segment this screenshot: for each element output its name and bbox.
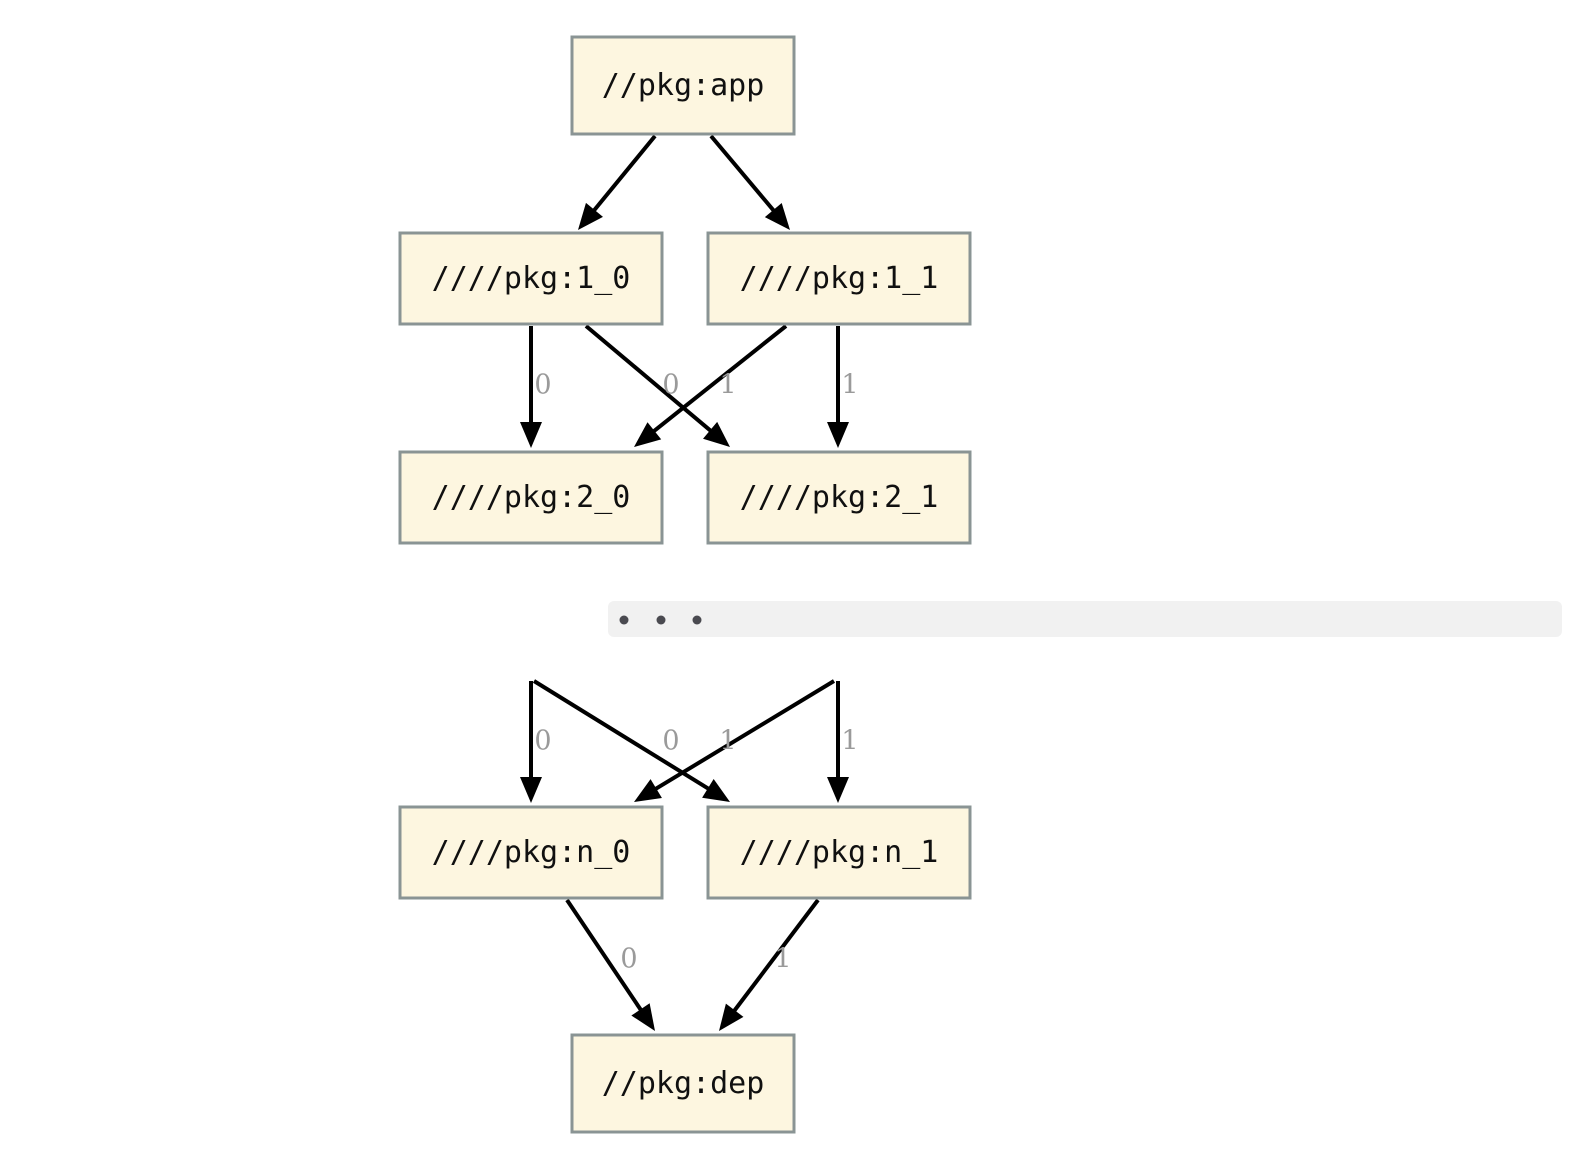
graph-node-app[interactable]: //pkg:app [570, 35, 796, 136]
nodes-layer: //pkg:app ////pkg:1_0 ////pkg:1_1 ////pkg:2… [398, 35, 972, 1134]
edge-label: 0 [534, 370, 551, 401]
arrowhead-icon [702, 778, 730, 802]
arrowhead-icon [703, 421, 730, 447]
graph-edge [719, 898, 820, 1031]
node-label: ////pkg:n_0 [432, 835, 631, 870]
edge-label: 0 [620, 944, 637, 975]
node-box[interactable] [398, 805, 664, 900]
ellipsis-dot [619, 615, 629, 625]
graph-edge [532, 679, 730, 802]
edge-label: 0 [662, 370, 679, 401]
edge-label: 1 [841, 370, 858, 401]
node-box[interactable] [398, 450, 664, 545]
arrowhead-icon [520, 777, 542, 803]
node-box[interactable] [398, 231, 664, 326]
graph-node-n2_0[interactable]: ////pkg:2_0 [398, 450, 664, 545]
node-box[interactable] [570, 35, 796, 136]
graph-node-n2_1[interactable]: ////pkg:2_1 [706, 450, 972, 545]
arrowhead-icon [578, 202, 603, 230]
ellipsis-dot [692, 615, 702, 625]
graph-edge [520, 326, 542, 448]
graph-node-n1_1[interactable]: ////pkg:1_1 [706, 231, 972, 326]
node-label: ////pkg:n_1 [740, 835, 939, 870]
arrowhead-icon [719, 1003, 744, 1031]
arrowhead-icon [764, 203, 790, 230]
arrowhead-icon [827, 777, 849, 803]
graph-edge [584, 324, 730, 447]
arrowhead-icon [827, 422, 849, 448]
graph-node-dep[interactable]: //pkg:dep [570, 1033, 796, 1134]
node-label: //pkg:dep [602, 1066, 765, 1101]
ellipsis-dot [656, 615, 666, 625]
graph-node-nn_1[interactable]: ////pkg:n_1 [706, 805, 972, 900]
ellipsis-band [608, 601, 1562, 637]
node-label: ////pkg:1_1 [740, 261, 939, 296]
graph-node-n1_0[interactable]: ////pkg:1_0 [398, 231, 664, 326]
arrowhead-icon [631, 1003, 655, 1031]
node-label: ////pkg:1_0 [432, 261, 631, 296]
edge-labels-layer: 0 0 1 1 0 0 1 1 0 1 [534, 370, 858, 975]
graph-edge [709, 134, 790, 230]
node-box[interactable] [570, 1033, 796, 1134]
node-box[interactable] [706, 450, 972, 545]
node-label: //pkg:app [602, 68, 765, 103]
arrowhead-icon [634, 422, 662, 447]
edge-label: 0 [662, 726, 679, 757]
edges-layer [520, 134, 849, 1031]
node-label: ////pkg:2_0 [432, 480, 631, 515]
graph-edge [578, 134, 657, 230]
edge-label: 1 [774, 944, 791, 975]
edge-label: 1 [719, 726, 736, 757]
graph-edge [827, 326, 849, 448]
graph-node-nn_0[interactable]: ////pkg:n_0 [398, 805, 664, 900]
graph-edge [520, 681, 542, 803]
node-box[interactable] [706, 805, 972, 900]
ellipsis-separator [608, 601, 1562, 637]
graph-edge [565, 898, 655, 1031]
edge-label: 0 [534, 726, 551, 757]
edge-label: 1 [841, 726, 858, 757]
node-label: ////pkg:2_1 [740, 480, 939, 515]
graph-edge [827, 681, 849, 803]
graph-edge [634, 679, 836, 802]
node-box[interactable] [706, 231, 972, 326]
graph-edge [634, 324, 788, 447]
arrowhead-icon [634, 779, 662, 802]
edge-label: 1 [719, 370, 736, 401]
arrowhead-icon [520, 422, 542, 448]
